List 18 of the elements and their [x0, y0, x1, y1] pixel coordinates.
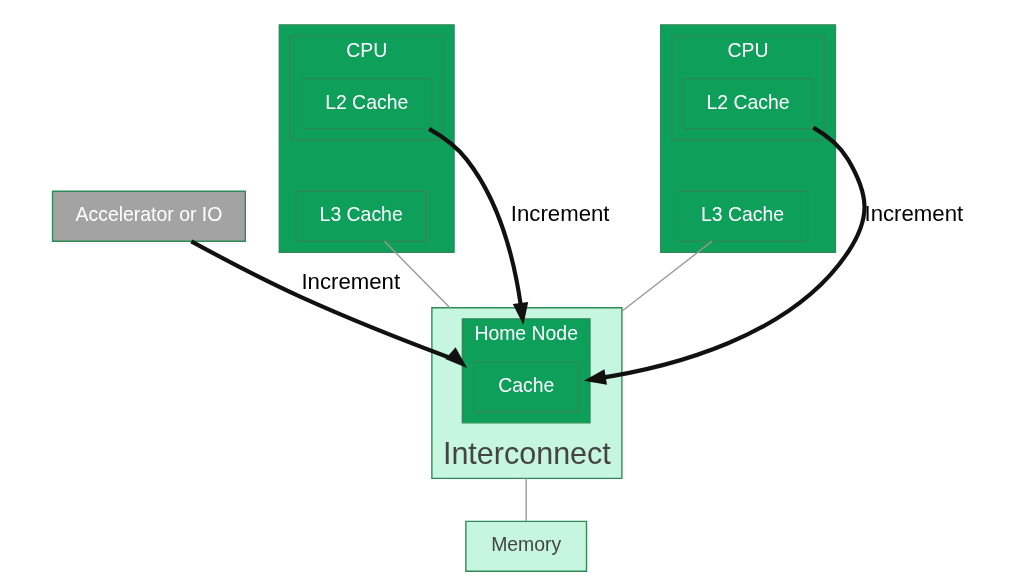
- edge-label: Increment: [864, 201, 964, 227]
- node-box: Cache: [472, 361, 580, 413]
- node-box: L2 Cache: [682, 78, 814, 130]
- arrow: [583, 125, 867, 385]
- node-box: L2 Cache: [300, 78, 433, 130]
- arrow: [428, 127, 529, 326]
- connector: [525, 477, 527, 522]
- node-box: Accelerator or IO: [51, 190, 247, 242]
- edge-label: Increment: [510, 201, 610, 227]
- connector: [383, 240, 451, 309]
- arrow: [190, 239, 468, 368]
- cluster: [660, 24, 837, 253]
- connector: [621, 240, 713, 312]
- edge-label: Increment: [301, 269, 401, 295]
- cluster: [278, 24, 455, 253]
- node-box: L3 Cache: [676, 190, 809, 242]
- node-box: L3 Cache: [295, 190, 427, 242]
- node-box: Memory: [465, 520, 588, 572]
